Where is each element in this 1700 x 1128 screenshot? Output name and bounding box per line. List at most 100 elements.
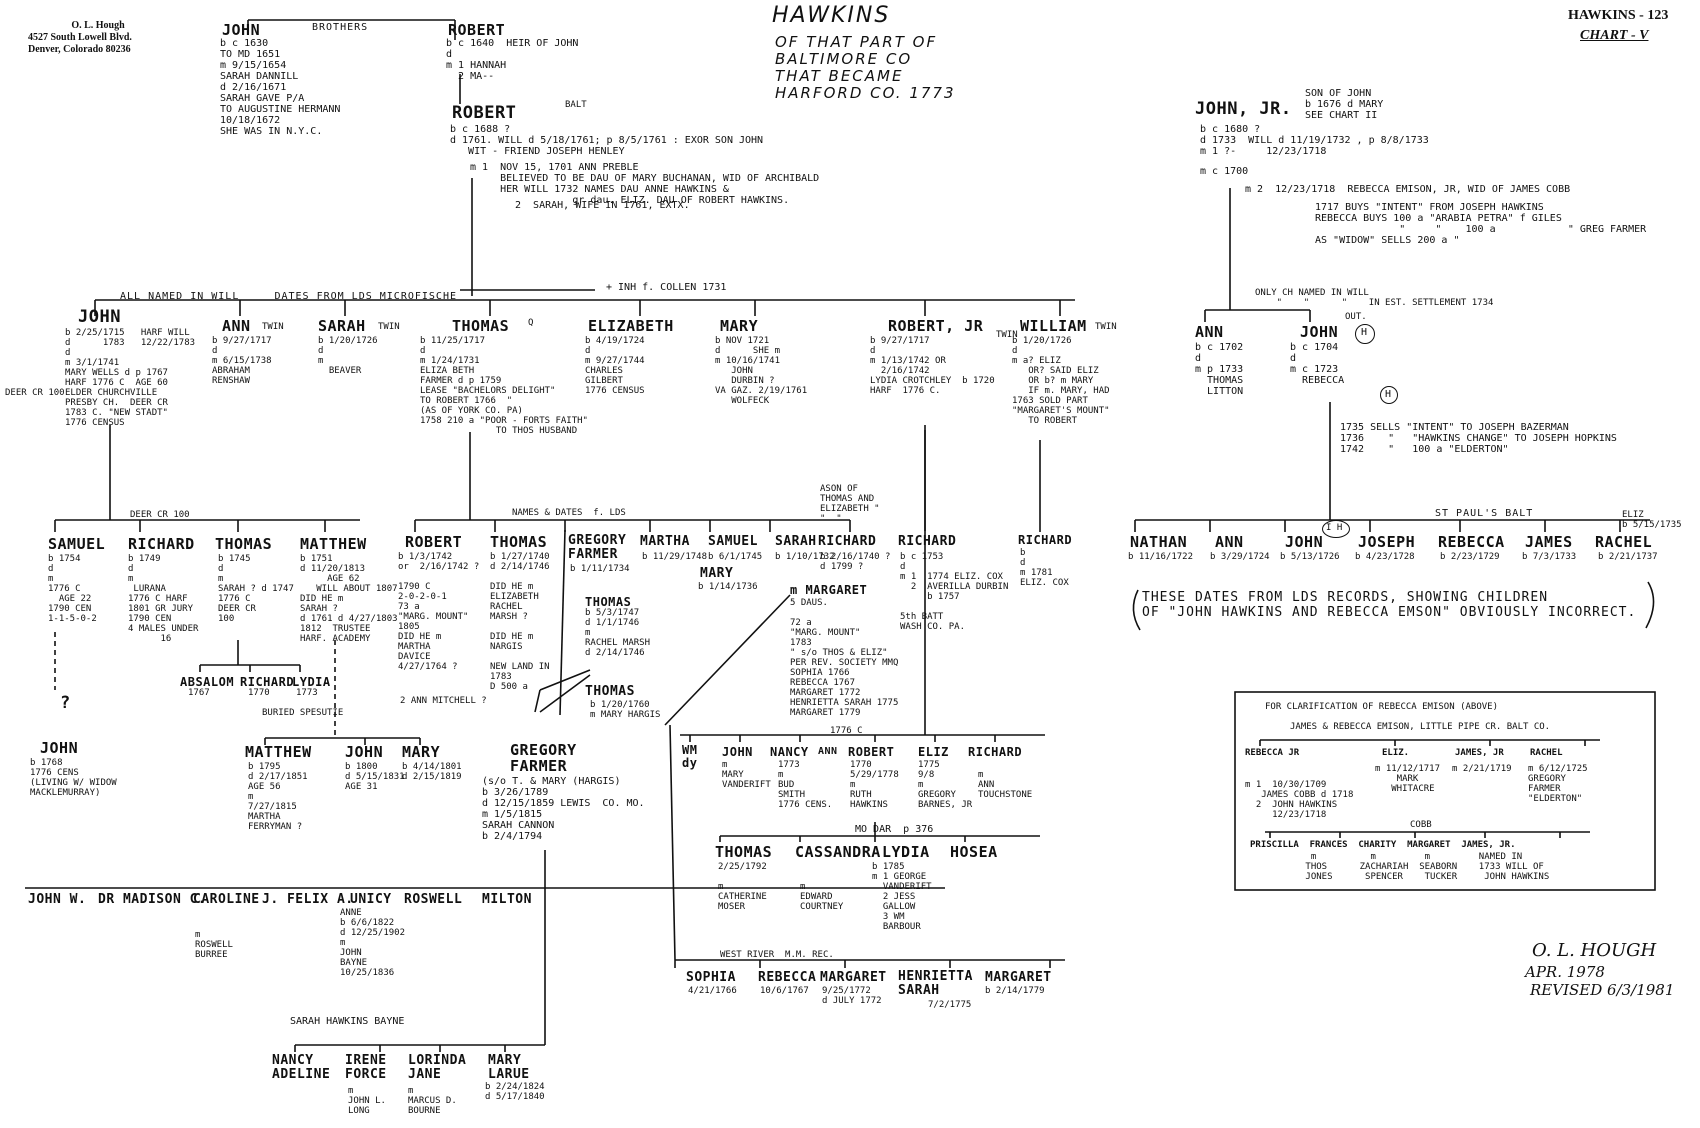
john-jr-name: JOHN, JR. — [1195, 99, 1292, 119]
gen3-mary-name: MARY — [720, 317, 759, 335]
gen3-robert-jr-name: ROBERT, JR — [888, 317, 984, 335]
gen4-t-martha-details: b 11/29/1748 — [642, 552, 708, 562]
john-1768-name: JOHN — [40, 739, 79, 757]
h-circle-marker — [1355, 324, 1375, 344]
gregory-farmer-details: (s/o T. & MARY (HARGIS) b 3/26/1789 d 12… — [482, 776, 645, 842]
gen4-t-samuel-details: b 6/1/1745 — [708, 552, 763, 562]
child-john-tag: I H — [1326, 523, 1343, 533]
richard-1753-name: RICHARD — [898, 534, 957, 549]
john-jr-john-details: b c 1704 d m c 1723 REBECCA — [1290, 342, 1345, 386]
chart-number: CHART - V — [1580, 28, 1649, 43]
author-city: Denver, Colorado 80236 — [28, 44, 131, 55]
gen4-richard-details: b 1749 d m LURANA 1776 C HARF 1801 GR JU… — [128, 554, 199, 644]
gen4-r-nancy-name: NANCY — [770, 745, 809, 759]
buried-spesutie-label: BURIED SPESUTIE — [262, 708, 344, 718]
ann-mitchell-note: 2 ANN MITCHELL ? — [400, 696, 487, 706]
john-1768-details: b 1768 1776 CENS (LIVING W/ WIDOW MACKLE… — [30, 758, 117, 798]
gen4-r-robert-name: ROBERT — [848, 745, 895, 759]
richard-1753-details: b c 1753 d m 1 1774 ELIZ. COX 2 AVERILLA… — [900, 552, 1009, 632]
gen7-mary-details: b 2/24/1824 d 5/17/1840 — [485, 1082, 545, 1102]
chart-subtitle: OF THAT PART OF BALTIMORE CO THAT BECAME… — [775, 33, 956, 102]
gen4-matthew-name: MATTHEW — [300, 535, 367, 553]
gen4-r-eliz-name: ELIZ — [918, 745, 949, 759]
gen4-samuel-details: b 1754 d m 1776 C AGE 22 1790 CEN 1-1-5-… — [48, 554, 97, 624]
gen5-matthew-details: b 1795 d 2/17/1851 AGE 56 m 7/27/1815 MA… — [248, 762, 308, 832]
child-james-name: JAMES — [1525, 533, 1573, 551]
child-john-dates: b 5/13/1726 — [1280, 552, 1340, 562]
gen5-r-thomas-name: THOMAS — [715, 843, 773, 861]
brothers-label: BROTHERS — [312, 22, 369, 33]
gen4-t-samuel-name: SAMUEL — [708, 534, 758, 549]
h-circle-marker — [1380, 386, 1398, 404]
robert-balt-details: b c 1688 ? d 1761. WILL d 5/18/1761; p 8… — [450, 124, 764, 157]
gen5-r-cassandra-name: CASSANDRA — [795, 843, 881, 861]
gen5-r-lydia-details: b 1785 m 1 GEORGE VANDERIFT 2 JESS GALLO… — [872, 862, 932, 932]
gen3-sarah-tag: TWIN — [378, 322, 400, 332]
gen4-matthew-details: b 1751 d 11/20/1813 AGE 62 WILL ABOUT 18… — [300, 554, 398, 644]
john-1630-name: JOHN — [222, 21, 261, 39]
matthew-kid-lydia-dates: 1773 — [296, 688, 318, 698]
gen3-ann-name: ANN — [222, 317, 251, 335]
margaret-note: ASON OF THOMAS AND ELIZABETH " " " — [820, 484, 880, 524]
john-jr-ann-name: ANN — [1195, 323, 1224, 341]
clarify-cobb-label: COBB — [1410, 820, 1432, 830]
gen6-milton-name: MILTON — [482, 892, 532, 907]
gen3-elizabeth-details: b 4/19/1724 d m 9/27/1744 CHARLES GILBER… — [585, 336, 645, 396]
daughter-henrietta-dates: 7/2/1775 — [928, 1000, 972, 1010]
gen5-mary-name: MARY — [402, 743, 441, 761]
john-jr-marriage-c: m c 1700 — [1200, 166, 1249, 177]
john-jr-john-sales: 1735 SELLS "INTENT" TO JOSEPH BAZERMAN 1… — [1340, 422, 1617, 455]
gen6-roswell-name: ROSWELL — [404, 892, 463, 907]
clarify-kid-james-details: m 2/21/1719 — [1452, 764, 1512, 774]
john-1768-question: ? — [60, 693, 71, 713]
gen6-unicy-details: ANNE b 6/6/1822 d 12/25/1902 m JOHN BAYN… — [340, 908, 406, 978]
child-rebecca-dates: b 2/23/1729 — [1440, 552, 1500, 562]
ih-circle-marker — [1322, 520, 1350, 538]
robert-balt-name: ROBERT — [452, 103, 517, 123]
matthew-kid-absalom-name: ABSALOM — [180, 675, 235, 689]
gen4-t-richard-details: b 2/16/1740 ? d 1799 ? — [820, 552, 891, 572]
clarify-kid-rebecca-name: REBECCA JR — [1245, 748, 1300, 758]
gen7-irene-name: IRENE FORCE — [345, 1053, 387, 1082]
gen7-lorinda-details: m MARCUS D. BOURNE — [408, 1086, 457, 1116]
gen4-t-gregory-details: b 1/11/1734 — [570, 564, 630, 574]
child-joseph-name: JOSEPH — [1358, 533, 1416, 551]
matthew-kid-lydia-name: LYDIA — [292, 675, 331, 689]
gen7-lorinda-name: LORINDA JANE — [408, 1053, 467, 1082]
thomas-1760-details: b 1/20/1760 m MARY HARGIS — [590, 700, 661, 720]
matthew-kid-absalom-dates: 1767 — [188, 688, 210, 698]
richard-cox-details: b d m 1781 ELIZ. COX — [1020, 548, 1069, 588]
gen3-john-name: JOHN — [78, 307, 121, 327]
gen4-r-john-details: m MARY VANDERIFT — [722, 760, 771, 790]
margaret-details: 5 DAUS. 72 a "MARG. MOUNT" 1783 " s/o TH… — [790, 598, 899, 718]
signature-revised: REVISED 6/3/1981 — [1530, 981, 1675, 999]
gen5-john-details: b 1800 d 5/15/1831 AGE 31 — [345, 762, 405, 792]
gen7-mary-name: MARY LARUE — [488, 1053, 530, 1082]
gen4-r-eliz-details: 1775 9/8 m GREGORY BARNES, JR — [918, 760, 973, 810]
author-name: O. L. Hough — [71, 20, 125, 31]
john-jr-note: SON OF JOHN b 1676 d MARY SEE CHART II — [1305, 88, 1384, 121]
gen3-robert-jr-details: b 9/27/1717 d m 1/13/1742 OR 2/16/1742 L… — [870, 336, 995, 396]
gen4-t-mary-name: MARY — [700, 566, 734, 581]
gen4-t-thomas-details: b 1/27/1740 d 2/14/1746 DID HE m ELIZABE… — [490, 552, 550, 692]
child-james-dates: b 7/3/1733 — [1522, 552, 1577, 562]
gen4-t-martha-name: MARTHA — [640, 534, 690, 549]
robert-balt-tag: BALT — [565, 100, 587, 110]
gen3-william-details: b 1/20/1726 d m a? ELIZ OR? SAID ELIZ OR… — [1012, 336, 1110, 426]
gen4-t-sarah-details: b 1/10/1732 — [775, 552, 835, 562]
clarify-grandkid-spouses: m m m NAMED IN THOS ZACHARIAH SEABORN 17… — [1305, 852, 1550, 882]
gen5-john-name: JOHN — [345, 743, 384, 761]
child-ann-dates: b 3/29/1724 — [1210, 552, 1270, 562]
john-jr-ann-details: b c 1702 d m p 1733 THOMAS LITTON — [1195, 342, 1244, 397]
thomas-marsh-name: THOMAS — [585, 595, 632, 609]
gen5-r-lydia-name: LYDIA — [882, 843, 930, 861]
clarify-grandkids: PRISCILLA FRANCES CHARITY MARGARET JAMES… — [1250, 840, 1516, 850]
daughter-margaret-dates: 9/25/1772 d JULY 1772 — [822, 986, 882, 1006]
clarify-kid-eliz-details: m 11/12/1717 MARK WHITACRE — [1375, 764, 1441, 794]
gen3-john-pre: DEER CR 100 — [5, 388, 65, 398]
gen6-felix-name: J. FELIX A. — [262, 892, 354, 907]
clarify-kid-eliz-name: ELIZ. — [1382, 748, 1410, 758]
clarify-title: FOR CLARIFICATION OF REBECCA EMISON (ABO… — [1265, 702, 1498, 712]
john-jr-only-children-note: ONLY CH NAMED IN WILL " " " IN EST. SETT… — [1255, 288, 1494, 308]
